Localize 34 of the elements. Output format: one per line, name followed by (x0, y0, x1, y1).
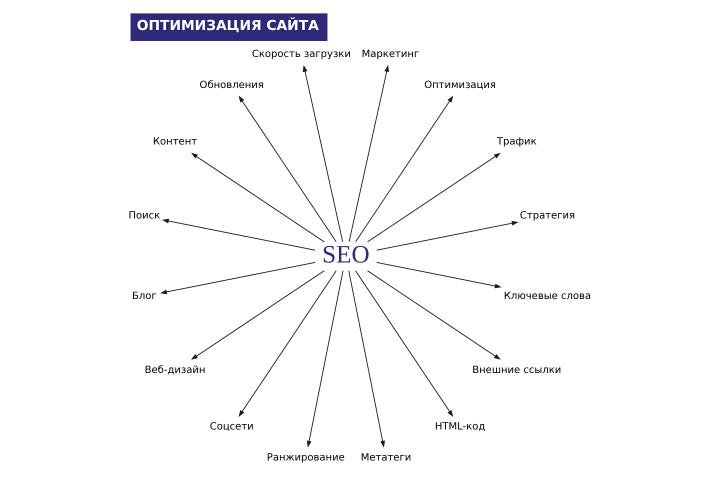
node-text: Трафик (496, 136, 537, 148)
node-text: Скорость загрузки (252, 49, 351, 60)
node-text: Маркетинг (362, 49, 420, 60)
node-text: Поиск (128, 210, 160, 222)
arrow (355, 96, 454, 242)
arrow (162, 218, 316, 251)
node-text: SEO (322, 242, 370, 269)
arrow (376, 220, 519, 251)
node-text: Ранжирование (266, 452, 345, 464)
arrow (348, 64, 390, 242)
arrow (191, 152, 325, 242)
node-text: Стратегия (520, 210, 576, 222)
node-text: Соцсети (210, 422, 254, 433)
diagram-title: ОПТИМИЗАЦИЯ САЙТА (136, 18, 319, 34)
arrow (376, 262, 502, 288)
node-text: Метатеги (360, 452, 412, 464)
arrow (160, 262, 316, 294)
arrow (348, 270, 385, 448)
arrow (367, 152, 501, 242)
arrow (367, 270, 501, 360)
arrow (302, 64, 344, 242)
arrow (238, 96, 337, 242)
node-text: Блог (132, 290, 157, 302)
node-text: Ключевые слова (504, 290, 592, 302)
arrow (355, 270, 454, 417)
node-text: HTML-код (434, 422, 486, 433)
arrow (238, 270, 337, 417)
node-text: Внешние ссылки (472, 364, 562, 376)
arrow (191, 270, 325, 360)
node-text: Оптимизация (424, 80, 496, 91)
node-text: Контент (152, 136, 198, 148)
arrow (306, 270, 344, 448)
node-text: Обновления (200, 80, 264, 91)
node-text: Веб-дизайн (144, 364, 206, 376)
